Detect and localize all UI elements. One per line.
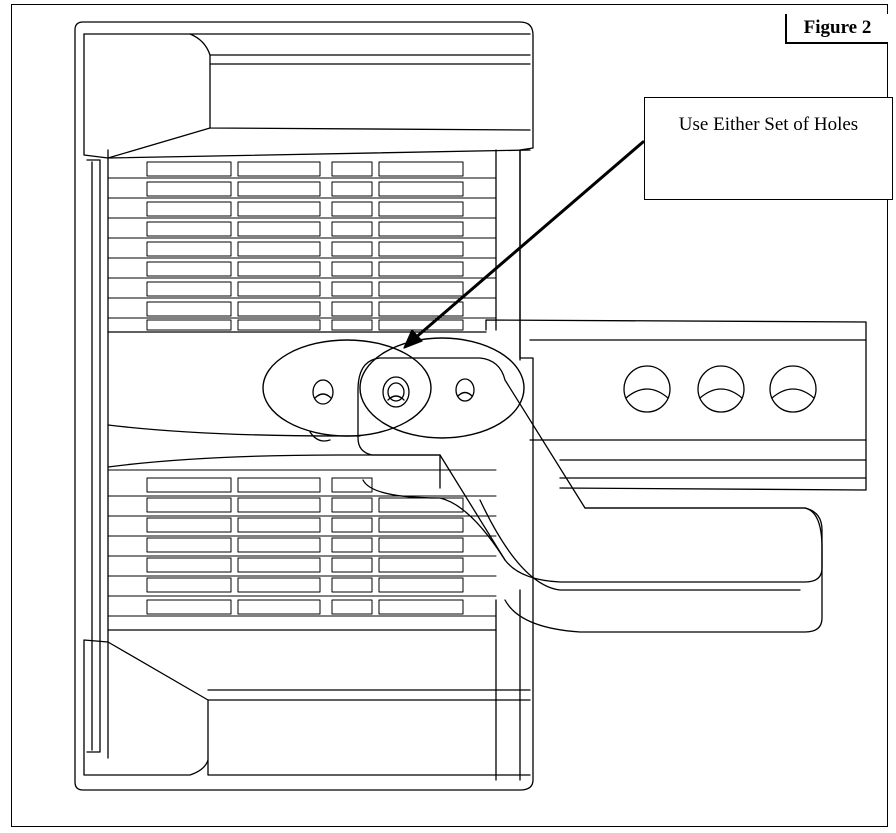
upper-cell-stack [107, 161, 497, 331]
figure-label: Figure 2 [785, 14, 888, 44]
bent-handle [357, 357, 823, 633]
callout-box: Use Either Set of Holes [644, 97, 893, 200]
lower-cell-stack [107, 469, 497, 617]
housing-outline [74, 21, 534, 791]
bottom-cap [83, 629, 531, 776]
highlight-ellipses [262, 337, 525, 439]
extension-bar [485, 319, 867, 491]
callout-text: Use Either Set of Holes [678, 114, 859, 135]
left-hole-set-ellipse [262, 339, 432, 437]
callout-arrow [403, 140, 645, 349]
right-hole-set-ellipse [359, 337, 525, 439]
top-cap [83, 33, 531, 159]
figure-label-text: Figure 2 [803, 17, 872, 38]
mounting-holes [312, 376, 475, 408]
